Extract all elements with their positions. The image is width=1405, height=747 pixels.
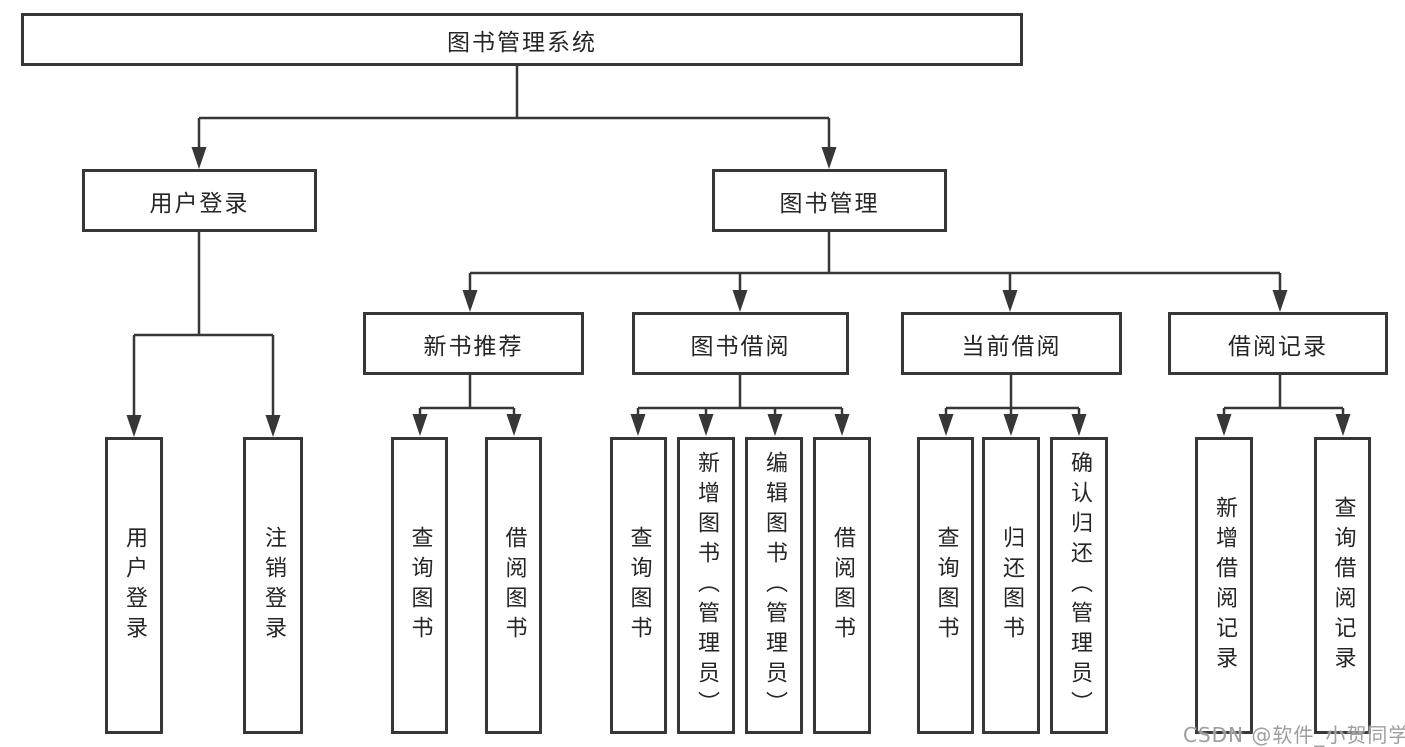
node-borrow-record: 借阅记录 [1168, 312, 1388, 375]
connector-borrow-record-fork [1222, 375, 1345, 417]
leaf-return-book: 归还图书 [982, 437, 1040, 734]
node-root: 图书管理系统 [21, 13, 1023, 66]
node-current-borrow: 当前借阅 [901, 312, 1122, 375]
connector-user-login-fork [132, 232, 275, 418]
watermark: CSDN @软件_小贺同学 [1183, 723, 1405, 747]
leaf-add-borrow-record: 新增借阅记录 [1195, 437, 1253, 734]
leaf-add-book-admin: 新增图书（管理员） [677, 437, 735, 734]
leaf-edit-book-admin: 编辑图书（管理员） [745, 437, 803, 734]
leaf-query-book-current: 查询图书 [917, 437, 974, 734]
arrowheads [126, 147, 1351, 437]
leaf-query-book-recommend: 查询图书 [391, 437, 448, 734]
leaf-confirm-return-admin: 确认归还（管理员） [1050, 437, 1108, 734]
connector-root-fork [197, 66, 831, 150]
leaf-logout-login: 注销登录 [243, 437, 303, 734]
connector-book-borrow-fork [636, 374, 844, 417]
node-new-book-recommend: 新书推荐 [363, 312, 584, 375]
leaf-query-book-borrow: 查询图书 [610, 437, 667, 734]
connector-book-management-fork [468, 232, 1282, 293]
leaf-query-borrow-record: 查询借阅记录 [1314, 437, 1371, 734]
connector-current-borrow-fork [944, 374, 1081, 417]
leaf-borrow-book-recommend: 借阅图书 [485, 437, 542, 734]
connector-new-book-fork [418, 374, 516, 417]
node-book-management: 图书管理 [712, 169, 947, 232]
node-user-login: 用户登录 [82, 169, 317, 232]
leaf-borrow-book: 借阅图书 [813, 437, 871, 734]
leaf-user-login: 用户登录 [105, 437, 163, 734]
node-book-borrow: 图书借阅 [632, 312, 849, 375]
